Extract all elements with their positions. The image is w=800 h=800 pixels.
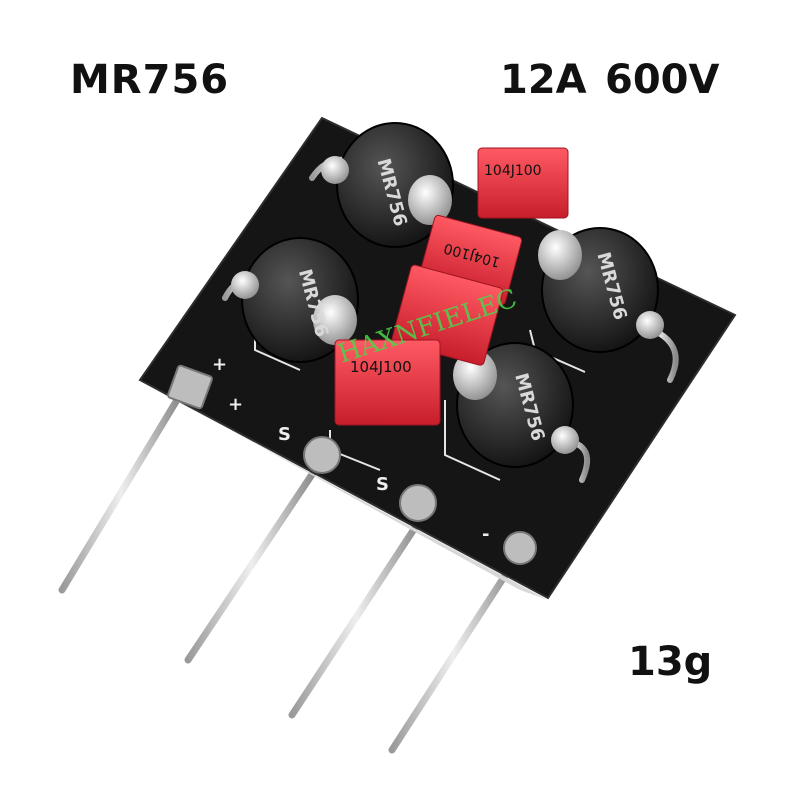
voltage-rating-caption: 600V [605, 57, 720, 103]
capacitor-1: 104J100 [477, 147, 569, 219]
diode-1: MR756 [321, 122, 454, 248]
silk-negative: - [482, 524, 489, 545]
diode-2: MR756 [231, 237, 359, 363]
part-number-caption: MR756 [70, 57, 230, 103]
capacitor-4: 104J100 [334, 339, 441, 426]
diode-3: MR756 [538, 227, 664, 353]
pin-lead-negative [388, 556, 519, 754]
silkscreen-labels: + + S S - [212, 354, 489, 545]
pad-ac1 [303, 436, 341, 474]
diode-4: MR756 [453, 342, 579, 468]
silk-positive: + [228, 394, 243, 415]
pad-positive [167, 364, 213, 410]
weight-caption: 13g [628, 639, 713, 685]
pad-negative [503, 531, 537, 565]
pin-leads [58, 391, 519, 754]
capacitor-1-marking: 104J100 [484, 163, 542, 179]
pin-lead-positive [58, 391, 184, 594]
capacitor-4-marking: 104J100 [350, 358, 412, 376]
current-rating-caption: 12A [500, 57, 587, 103]
solder-pads [167, 364, 537, 565]
pin-lead-ac2 [288, 516, 424, 719]
silk-ac1: S [278, 424, 291, 445]
pin-lead-ac1 [184, 466, 319, 664]
pad-ac2 [399, 484, 437, 522]
silk-ac2: S [376, 474, 389, 495]
silk-positive-top: + [212, 354, 227, 375]
